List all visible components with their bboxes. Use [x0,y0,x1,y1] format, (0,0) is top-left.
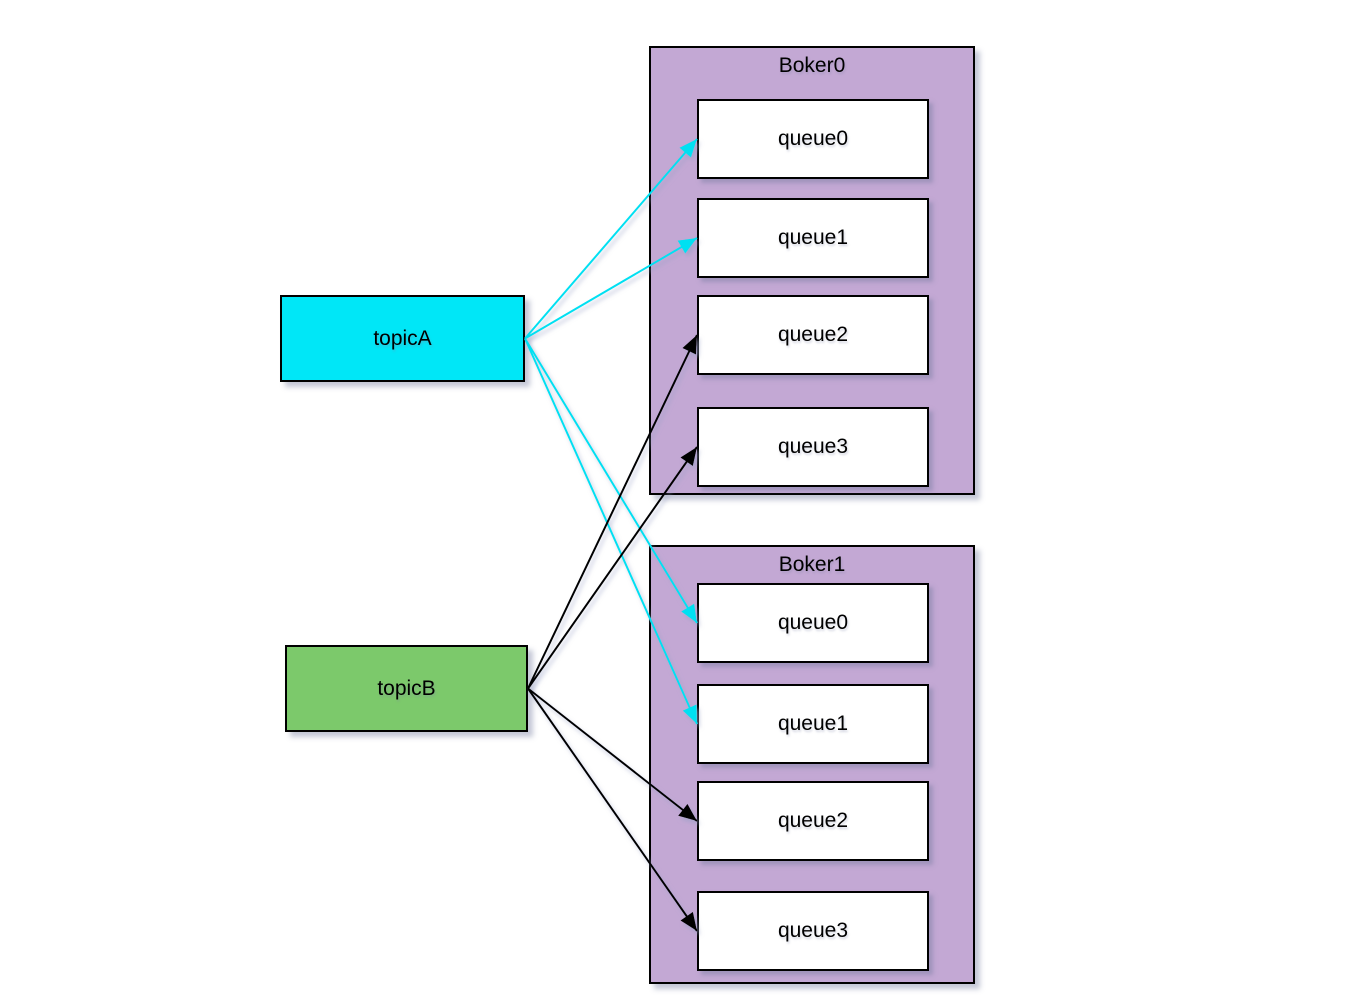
topic-a-box: topicA [280,295,525,382]
broker1-title: Boker1 [778,553,846,576]
broker1-container: Boker1 queue0 queue1 queue2 queue3 [649,545,975,984]
queue-label: queue2 [777,323,849,346]
broker1-queue3: queue3 [697,891,929,971]
queue-label: queue1 [777,226,849,249]
queue-label: queue0 [777,611,849,634]
broker0-container: Boker0 queue0 queue1 queue2 queue3 [649,46,975,495]
broker0-queue0: queue0 [697,99,929,179]
queue-label: queue3 [777,435,849,458]
queue-label: queue3 [777,919,849,942]
broker1-queue2: queue2 [697,781,929,861]
queue-label: queue1 [777,712,849,735]
broker0-queue1: queue1 [697,198,929,278]
topic-b-box: topicB [285,645,528,732]
queue-label: queue0 [777,127,849,150]
broker1-queue1: queue1 [697,684,929,764]
queue-label: queue2 [777,809,849,832]
broker0-queue2: queue2 [697,295,929,375]
broker0-title: Boker0 [778,54,846,77]
topic-a-label: topicA [373,326,432,350]
broker0-queue3: queue3 [697,407,929,487]
topic-b-label: topicB [377,676,436,700]
broker1-queue0: queue0 [697,583,929,663]
